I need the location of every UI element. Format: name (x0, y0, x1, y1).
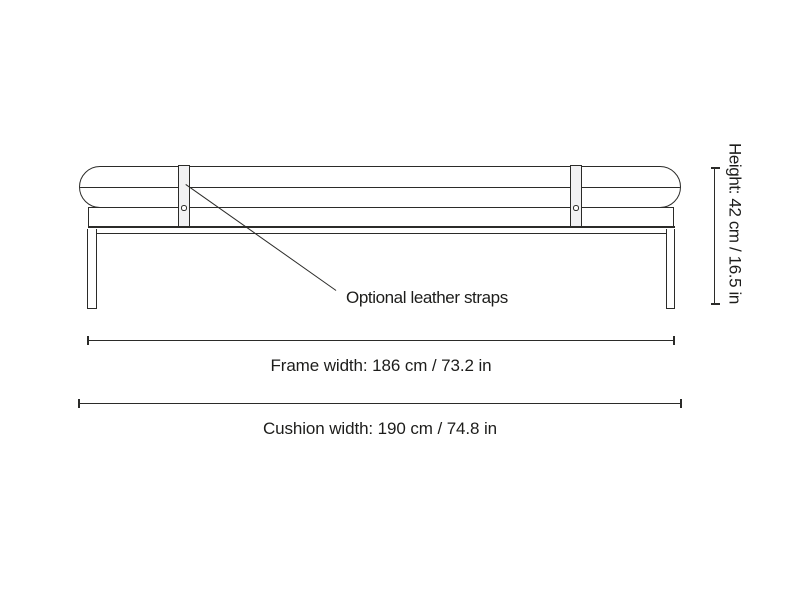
leather-strap-right (570, 165, 582, 228)
height-label: Height: 42 cm / 16.5 in (725, 143, 745, 304)
height-dim-line (714, 168, 715, 305)
cushion-seam-line (80, 187, 680, 188)
strap-button-left (181, 205, 187, 211)
leather-strap-left (178, 165, 190, 228)
frame-width-tick-right (673, 336, 675, 345)
height-tick-top (710, 167, 720, 169)
annotation-label: Optional leather straps (346, 288, 508, 307)
height-tick-bottom (710, 303, 720, 305)
cushion-width-tick-left (78, 399, 80, 408)
leg-left (87, 229, 97, 309)
cushion-width-dim-line (79, 403, 681, 404)
cushion-width-tick-right (680, 399, 682, 408)
cushion-outline (79, 166, 681, 208)
frame-width-dim-line (88, 340, 674, 341)
leg-right (665, 229, 675, 309)
strap-button-right (573, 205, 579, 211)
frame-width-tick-left (87, 336, 89, 345)
frame-top-bar (88, 226, 675, 234)
frame-width-label: Frame width: 186 cm / 73.2 in (270, 356, 492, 375)
cushion-width-label: Cushion width: 190 cm / 74.8 in (262, 419, 498, 438)
frame-side-rail (88, 207, 674, 227)
